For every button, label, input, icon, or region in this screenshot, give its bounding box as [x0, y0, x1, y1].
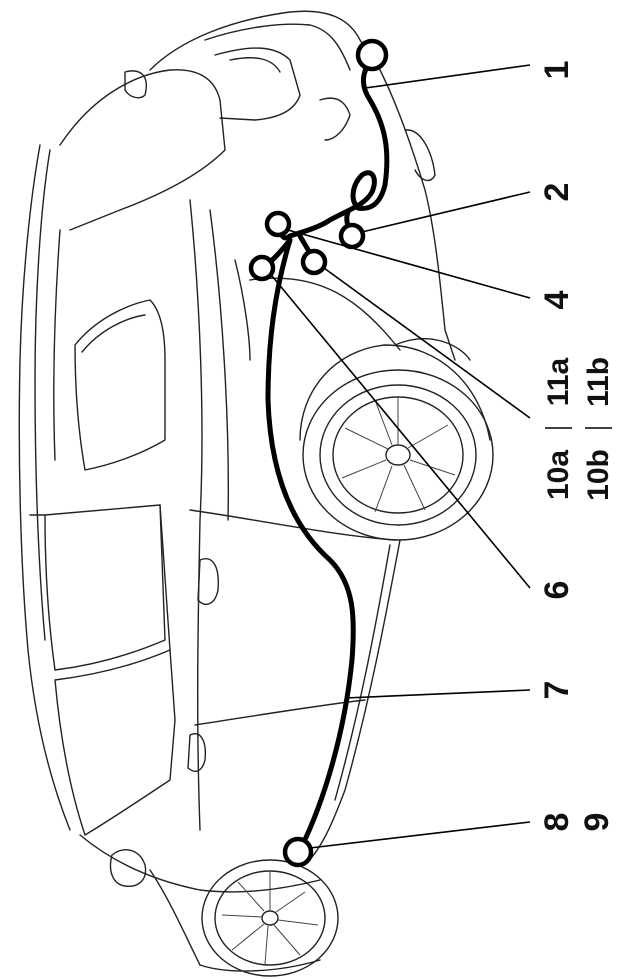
- callout-11b: 11b: [582, 357, 615, 407]
- car-outline: [18, 10, 491, 972]
- connector-6-ring: [248, 254, 276, 282]
- leader-10-11: [323, 267, 531, 419]
- leader-2: [361, 191, 531, 233]
- callout-10b: 10b: [582, 449, 615, 501]
- connector-10-11-ring: [300, 248, 328, 276]
- callout-4: 4: [538, 290, 576, 309]
- connector-2-ring: [338, 222, 366, 250]
- rear-wheel: [302, 369, 494, 541]
- connector-1-ring: [355, 38, 389, 72]
- callout-8: 8: [538, 813, 576, 832]
- leader-7: [344, 689, 531, 699]
- leader-lines: [271, 64, 531, 849]
- connectors: [248, 38, 389, 868]
- callout-7: 7: [538, 681, 576, 700]
- connector-8-9-ring: [282, 836, 314, 868]
- leader-1: [364, 64, 531, 89]
- callout-6: 6: [538, 581, 576, 600]
- callout-labels: 1 2 4 11a 10a 11b 10b 6 7 8 9: [538, 61, 616, 832]
- callout-11a: 11a: [542, 357, 575, 406]
- callout-2: 2: [538, 183, 576, 202]
- leader-8-9: [309, 821, 531, 849]
- callout-10a: 10a: [542, 450, 575, 500]
- callout-9: 9: [578, 813, 616, 832]
- callout-1: 1: [538, 61, 576, 80]
- leader-4: [287, 229, 531, 299]
- wiring-harness: [261, 55, 390, 853]
- front-wheel: [201, 859, 339, 977]
- connector-4-ring: [264, 210, 292, 238]
- leader-6: [271, 275, 531, 589]
